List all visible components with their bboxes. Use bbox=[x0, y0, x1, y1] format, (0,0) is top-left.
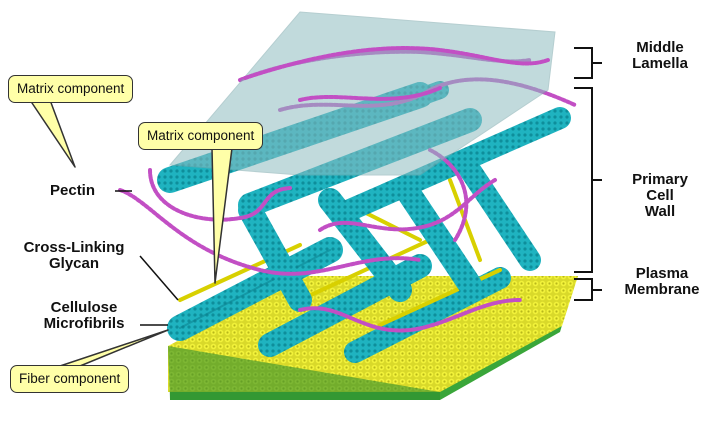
callout-matrix-top-text: Matrix component bbox=[17, 81, 125, 96]
callout-matrix-top: Matrix component bbox=[8, 75, 134, 103]
label-middle-line2: Lamella bbox=[632, 55, 688, 72]
label-cellulose-microfibrils: Cellulose Microfibrils bbox=[28, 300, 140, 332]
label-plasma-line1: Plasma bbox=[635, 265, 689, 282]
right-brackets bbox=[574, 47, 602, 301]
callout-fiber: Fiber component bbox=[10, 365, 130, 393]
pectin-strands-lamella bbox=[243, 46, 550, 102]
label-plasma-membrane: Plasma Membrane bbox=[610, 266, 714, 298]
label-primary-cell-wall: Primary Cell Wall bbox=[610, 172, 710, 220]
label-middle-line1: Middle bbox=[636, 39, 684, 56]
callout-fiber-text: Fiber component bbox=[19, 371, 121, 386]
label-cellulose-line2: Microfibrils bbox=[43, 315, 125, 332]
label-cross-linking-line1: Cross-Linking bbox=[23, 239, 125, 256]
label-pectin-text: Pectin bbox=[50, 182, 96, 199]
callout-matrix-mid: Matrix component bbox=[138, 122, 264, 150]
label-cellulose-line1: Cellulose bbox=[50, 299, 118, 316]
label-middle-lamella: Middle Lamella bbox=[610, 40, 710, 72]
label-primary-line3: Wall bbox=[644, 203, 676, 220]
callout-matrix-mid-text: Matrix component bbox=[147, 128, 255, 143]
label-pectin: Pectin bbox=[50, 183, 95, 199]
label-primary-line1: Primary bbox=[632, 171, 688, 188]
label-cross-linking-line2: Glycan bbox=[48, 255, 100, 272]
label-cross-linking-glycan: Cross-Linking Glycan bbox=[4, 240, 144, 272]
label-plasma-line2: Membrane bbox=[624, 281, 700, 298]
label-leaders bbox=[115, 190, 179, 326]
label-primary-line2: Cell bbox=[646, 187, 674, 204]
